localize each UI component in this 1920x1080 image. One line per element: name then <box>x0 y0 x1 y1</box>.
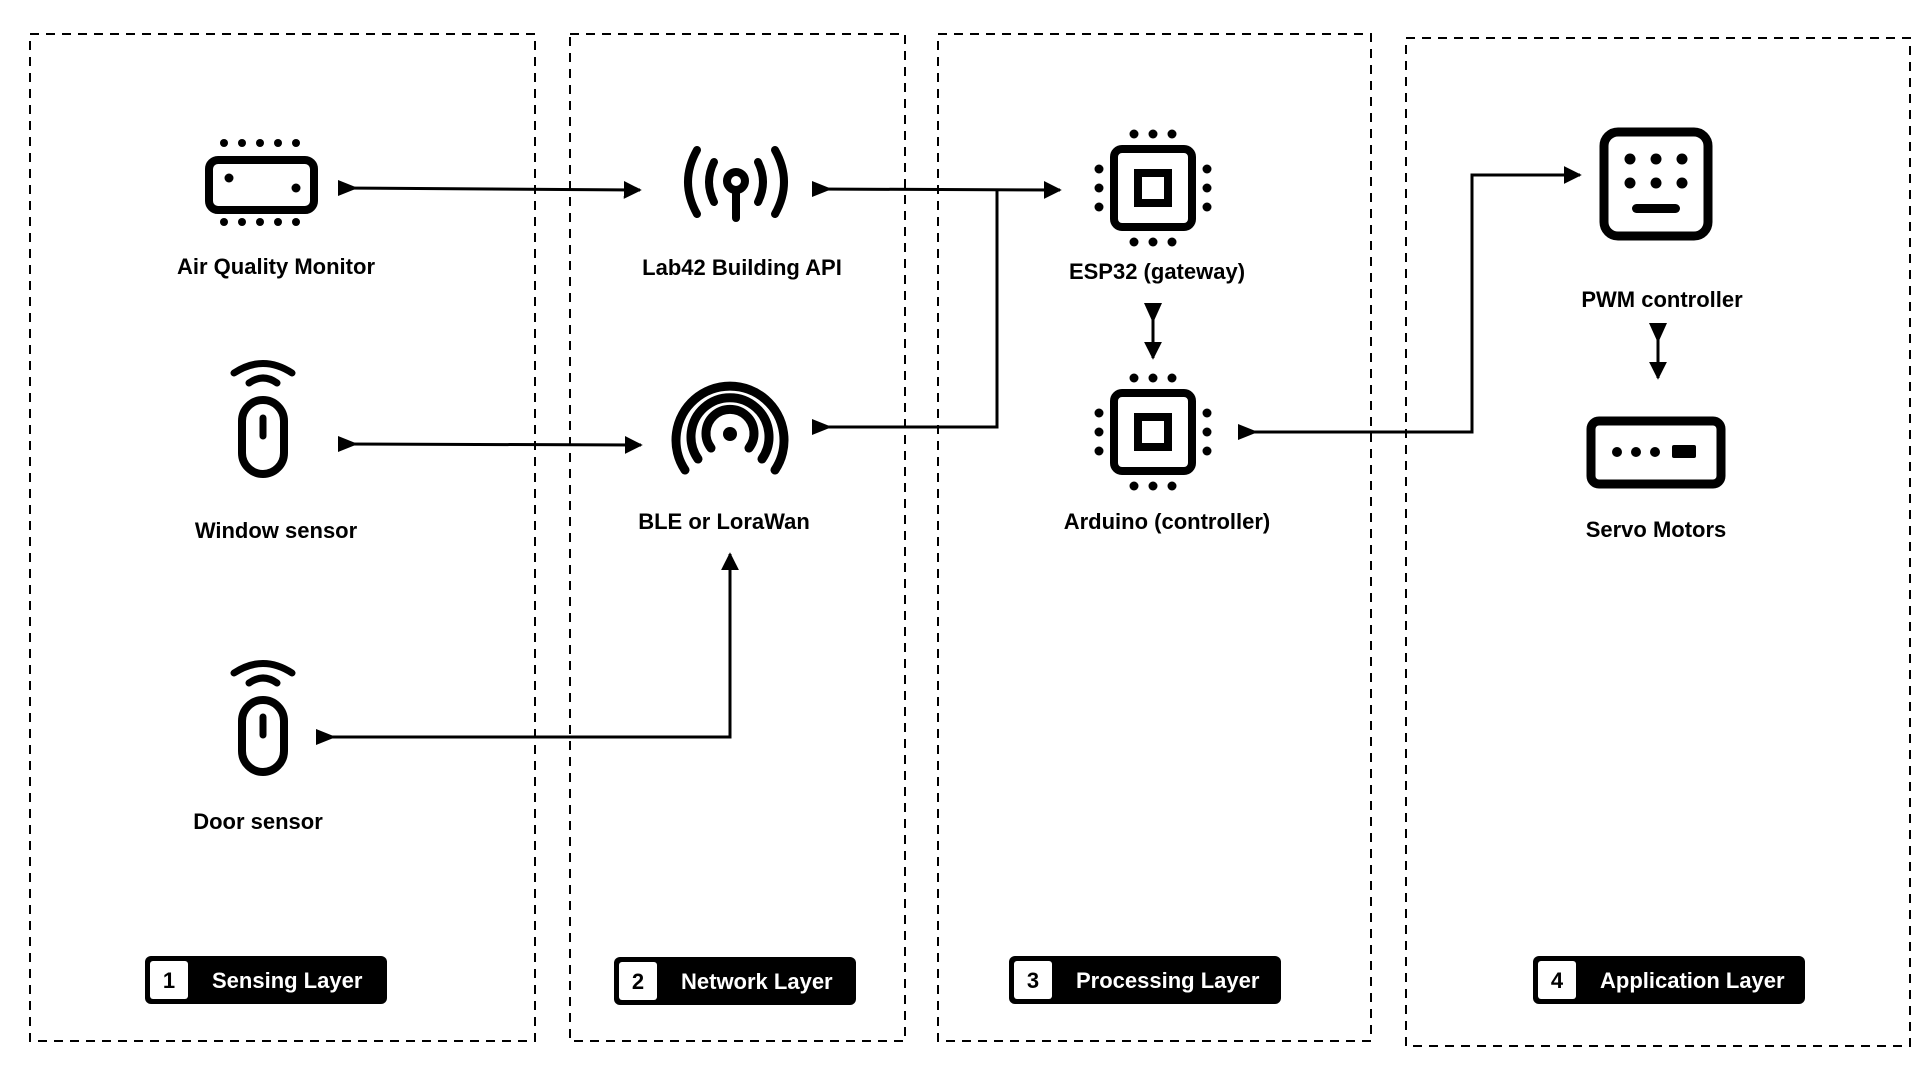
wireless-sensor-icon <box>230 360 296 478</box>
layer-badge-sensing: 1 Sensing Layer <box>145 956 387 1004</box>
node-label-esp32-gateway: ESP32 (gateway) <box>1069 259 1245 284</box>
badge-label: Processing Layer <box>1076 968 1260 993</box>
badge-background <box>1533 956 1805 1004</box>
badge-label: Network Layer <box>681 969 833 994</box>
badge-number-box <box>150 961 188 999</box>
badge-background <box>614 957 856 1005</box>
connector-airquality-to-api <box>337 180 642 199</box>
connector-door-to-ble <box>316 552 739 739</box>
connector-tail-marker <box>812 181 832 197</box>
wireless-sensor-icon <box>230 660 296 776</box>
connector-window-to-ble <box>337 435 643 454</box>
connectors <box>316 166 1667 745</box>
signal-icon <box>671 381 789 475</box>
connector-tail-marker <box>812 419 832 435</box>
node-label-door-sensor: Door sensor <box>193 809 323 834</box>
node-label-ble-or-lorawan: BLE or LoraWan <box>638 509 810 534</box>
layer-network <box>569 33 906 1042</box>
connector-ble-to-esp32 <box>812 190 999 429</box>
badge-number-box <box>619 962 657 1000</box>
connector-tail-marker <box>338 436 358 452</box>
badge-label: Sensing Layer <box>212 968 363 993</box>
layer-sensing-border <box>29 33 536 1042</box>
badge-number: 2 <box>632 969 644 994</box>
layer-badge-application: 4 Application Layer <box>1533 956 1805 1004</box>
badge-number: 1 <box>163 968 175 993</box>
layer-processing <box>937 33 1372 1042</box>
connector-tail-marker <box>1238 424 1258 440</box>
connector-arduino-to-pwm <box>1238 166 1582 434</box>
layer-badge-network: 2 Network Layer <box>614 957 856 1005</box>
chip-icon <box>1094 129 1212 247</box>
node-label-window-sensor: Window sensor <box>195 518 358 543</box>
node-label-lab42-building-api: Lab42 Building API <box>642 255 842 280</box>
badge-background <box>145 956 387 1004</box>
node-label-arduino-controller: Arduino (controller) <box>1064 509 1271 534</box>
node-label-pwm-controller: PWM controller <box>1581 287 1743 312</box>
badge-number-box <box>1538 961 1576 999</box>
connector-tail-marker <box>338 180 358 196</box>
node-label-servo-motors: Servo Motors <box>1586 517 1727 542</box>
layer-application-border <box>1405 37 1911 1047</box>
badge-number: 3 <box>1027 968 1039 993</box>
connector-api-to-esp32 <box>811 180 1062 199</box>
chip-icon <box>1094 373 1212 491</box>
connector-tail-marker <box>1649 323 1667 343</box>
layer-processing-border <box>937 33 1372 1042</box>
air-quality-monitor-icon <box>205 139 318 226</box>
layer-application <box>1405 37 1911 1047</box>
layer-badge-processing: 3 Processing Layer <box>1009 956 1281 1004</box>
badge-number-box <box>1014 961 1052 999</box>
layer-network-border <box>569 33 906 1042</box>
connector-tail-marker <box>1144 303 1162 323</box>
servo-icon <box>1586 416 1726 489</box>
layer-sensing <box>29 33 536 1042</box>
badge-label: Application Layer <box>1600 968 1785 993</box>
connector-tail-marker <box>316 729 336 745</box>
badge-background <box>1009 956 1281 1004</box>
antenna-icon <box>684 146 788 222</box>
keypad-icon <box>1599 127 1713 241</box>
badge-number: 4 <box>1551 968 1564 993</box>
node-label-air-quality-monitor: Air Quality Monitor <box>177 254 375 279</box>
